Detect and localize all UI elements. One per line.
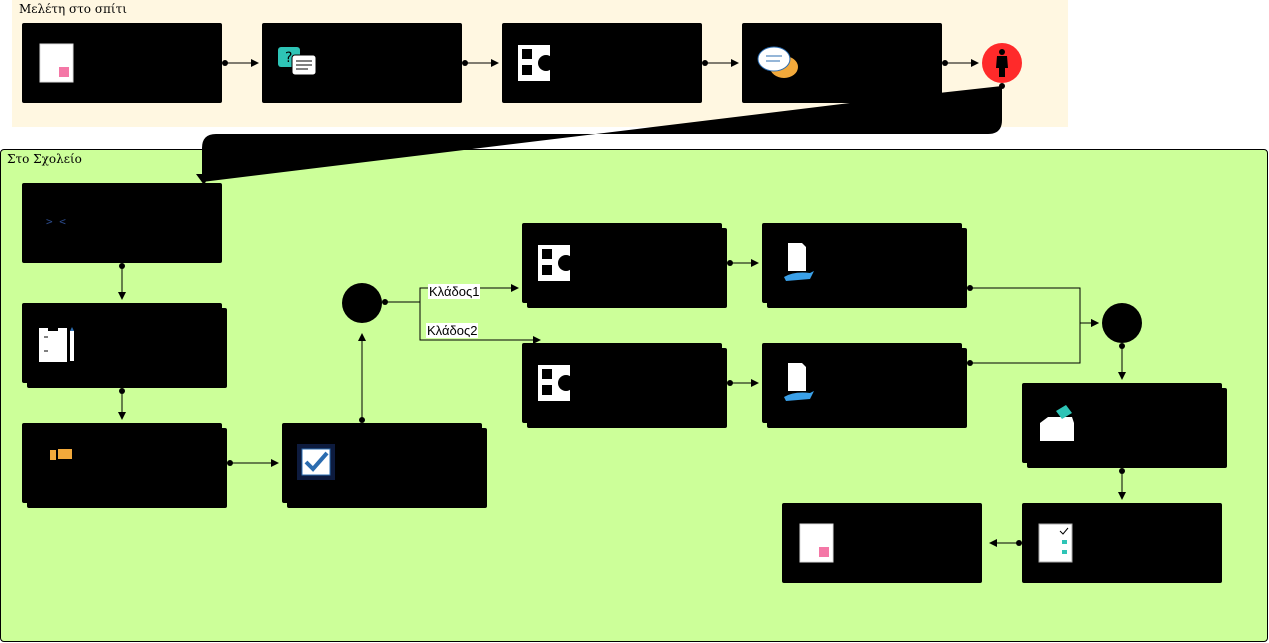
split-gateway[interactable] <box>342 283 382 323</box>
checklist-icon <box>1038 523 1073 563</box>
home-task-2[interactable]: ? <box>262 23 462 103</box>
home-task-3[interactable] <box>502 23 702 103</box>
conversation-icon <box>757 46 798 78</box>
ballot-box-icon <box>1040 405 1074 441</box>
branch-2-label: Κλάδος2 <box>426 323 479 338</box>
school-task-submit[interactable] <box>1022 383 1222 463</box>
school-lane-title: Στο Σχολείο <box>7 152 82 166</box>
shapes-icon <box>538 245 574 281</box>
school-task-check[interactable] <box>282 423 482 503</box>
branch-1-label: Κλάδος1 <box>428 284 481 299</box>
branch-2-task-shapes[interactable] <box>522 343 722 423</box>
merge-gateway[interactable] <box>1102 303 1142 343</box>
checkbox-checked-icon <box>297 444 335 480</box>
branch-1-task-handout[interactable] <box>762 223 962 303</box>
branch-1-task-shapes[interactable] <box>522 223 722 303</box>
shapes-icon <box>538 365 574 401</box>
shapes-icon <box>518 45 554 81</box>
hand-document-icon <box>784 363 814 401</box>
home-lane-title: Μελέτη στο σπίτι <box>19 2 127 16</box>
flashcards-icon <box>50 449 72 460</box>
home-task-4[interactable] <box>742 23 942 103</box>
school-task-cards[interactable] <box>22 423 222 503</box>
home-task-1[interactable] <box>22 23 222 103</box>
school-task-intro[interactable]: > < <box>22 183 222 263</box>
clipboard-pencil-icon <box>39 327 74 362</box>
document-icon <box>39 43 74 83</box>
hand-document-icon <box>784 243 814 281</box>
question-chat-icon: ? <box>278 47 317 76</box>
school-task-final[interactable] <box>782 503 982 583</box>
document-icon <box>799 523 834 563</box>
end-event-icon[interactable] <box>982 43 1022 83</box>
branch-2-task-handout[interactable] <box>762 343 962 423</box>
school-task-checklist[interactable] <box>1022 503 1222 583</box>
school-task-worksheet[interactable] <box>22 303 222 383</box>
code-glyph-label: > < <box>46 215 66 228</box>
svg-text:?: ? <box>285 50 292 66</box>
